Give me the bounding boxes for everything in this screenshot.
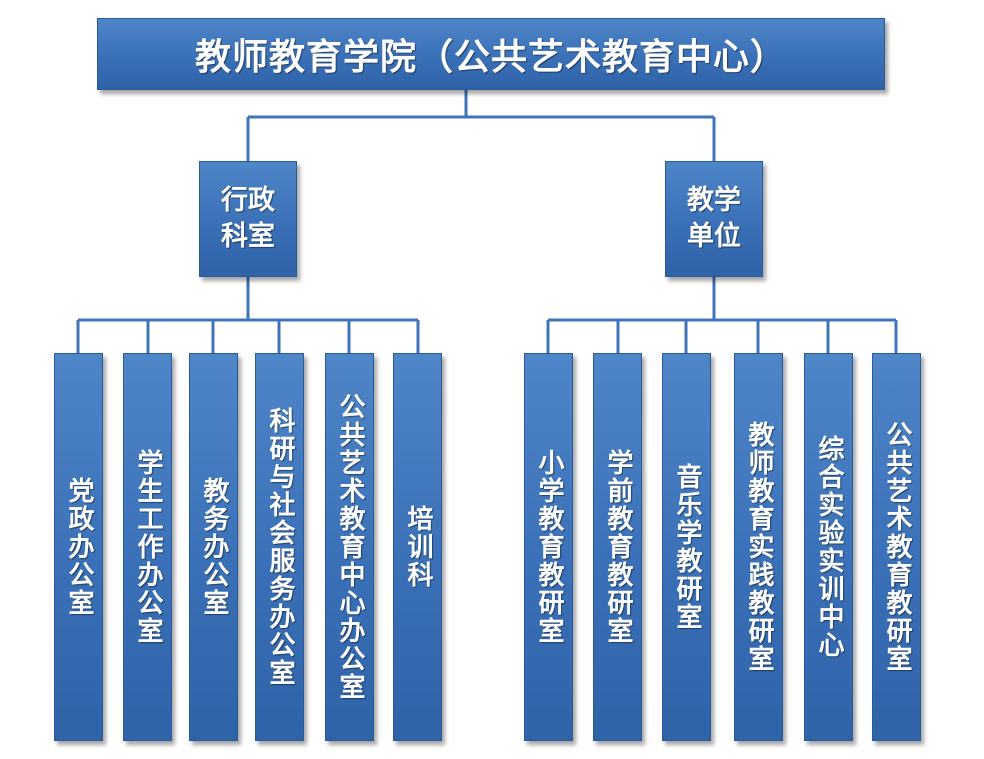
- leaf-label: 音乐学教研室: [672, 463, 702, 631]
- leaf-node: 学生工作办公室: [123, 353, 172, 741]
- leaf-node: 公共艺术教育教研室: [872, 353, 921, 741]
- branch-node-teaching: 教学单位: [665, 161, 763, 277]
- leaf-node: 科研与社会服务办公室: [255, 353, 304, 741]
- leaf-node: 综合实验实训中心: [804, 353, 853, 741]
- leaf-label: 学前教育教研室: [603, 449, 633, 645]
- leaf-node: 教务办公室: [189, 353, 238, 741]
- leaf-node: 党政办公室: [54, 353, 103, 741]
- leaf-label: 公共艺术教育教研室: [882, 421, 912, 673]
- root-node: 教师教育学院（公共艺术教育中心）: [97, 18, 885, 90]
- branch-node-administrative: 行政科室: [199, 161, 297, 277]
- leaf-node: 教师教育实践教研室: [734, 353, 783, 741]
- leaf-label: 教务办公室: [199, 477, 229, 617]
- leaf-node: 学前教育教研室: [593, 353, 642, 741]
- leaf-label: 综合实验实训中心: [814, 435, 844, 659]
- leaf-node: 培训科: [393, 353, 442, 741]
- leaf-node: 音乐学教研室: [662, 353, 711, 741]
- leaf-label: 科研与社会服务办公室: [265, 407, 295, 687]
- branch-label: 行政科室: [221, 185, 275, 252]
- root-label: 教师教育学院（公共艺术教育中心）: [194, 37, 787, 78]
- leaf-label: 小学教育教研室: [534, 449, 564, 645]
- leaf-label: 培训科: [403, 505, 433, 589]
- leaf-node: 公共艺术教育中心办公室: [325, 353, 374, 741]
- leaf-label: 公共艺术教育中心办公室: [335, 393, 365, 701]
- leaf-label: 学生工作办公室: [133, 449, 163, 645]
- branch-label: 教学单位: [687, 185, 741, 252]
- leaf-node: 小学教育教研室: [524, 353, 573, 741]
- leaf-label: 教师教育实践教研室: [744, 421, 774, 673]
- leaf-label: 党政办公室: [64, 477, 94, 617]
